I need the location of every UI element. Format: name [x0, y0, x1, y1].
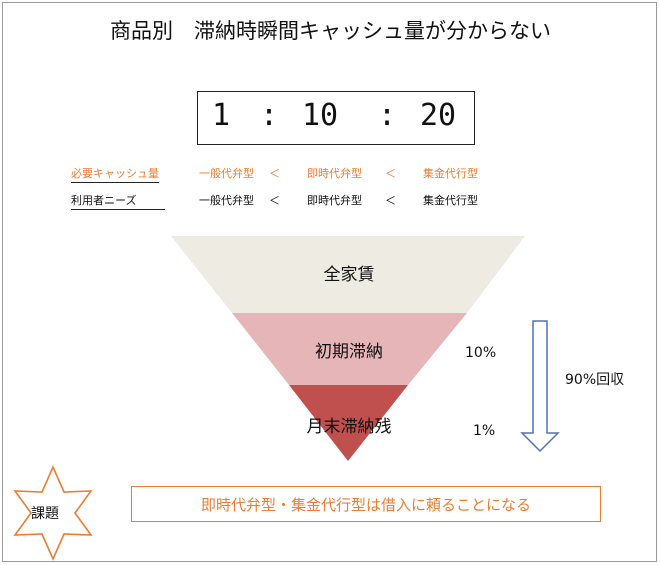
month-end-arrears-percent: 1%: [473, 423, 496, 439]
cash-row-op-1: ＜: [269, 167, 280, 180]
needs-row-label: 利用者ニーズ: [71, 192, 165, 210]
ratio-separator-1: :: [260, 98, 279, 133]
cash-row-item-1: 一般代弁型: [199, 167, 254, 180]
ratio-value-a: 1: [212, 98, 231, 133]
funnel-tier-all-rent: [171, 236, 525, 313]
cash-row-label: 必要キャッシュ量: [71, 165, 159, 183]
ratio-value-b: 10: [302, 98, 339, 133]
needs-row-op-1: ＜: [269, 194, 280, 207]
issue-star-label: 課題: [31, 506, 59, 522]
ratio-value-c: 20: [420, 98, 457, 133]
needs-row-op-2: ＜: [385, 194, 396, 207]
funnel-tier-all-rent-label: 全家賃: [323, 265, 375, 285]
issue-box: 即時代弁型・集金代行型は借入に頼ることになる: [131, 486, 601, 522]
slide-title: 商品別 滞納時瞬間キャッシュ量が分からない: [110, 19, 551, 43]
funnel-tier-month-end-arrears-label: 月末滞納残: [306, 417, 392, 437]
cash-row-op-2: ＜: [385, 167, 396, 180]
needs-row-item-1: 一般代弁型: [199, 194, 254, 207]
initial-arrears-percent: 10%: [465, 345, 497, 361]
funnel-tier-initial-arrears-label: 初期滞納: [315, 342, 383, 362]
needs-row-item-3: 集金代行型: [423, 194, 478, 207]
recovery-down-arrow-icon: [520, 320, 560, 453]
cash-row-item-2: 即時代弁型: [307, 167, 362, 180]
needs-row-item-2: 即時代弁型: [307, 194, 362, 207]
funnel-tier-month-end-arrears: [289, 385, 408, 461]
ratio-separator-2: :: [378, 98, 397, 133]
issue-star-icon: [13, 465, 93, 561]
cash-row-item-3: 集金代行型: [423, 167, 478, 180]
funnel-tier-initial-arrears: [232, 313, 467, 385]
ratio-box: 1 : 10 : 20: [197, 91, 475, 145]
funnel-diagram: [13, 236, 560, 561]
recovery-label: 90%回収: [565, 372, 625, 388]
